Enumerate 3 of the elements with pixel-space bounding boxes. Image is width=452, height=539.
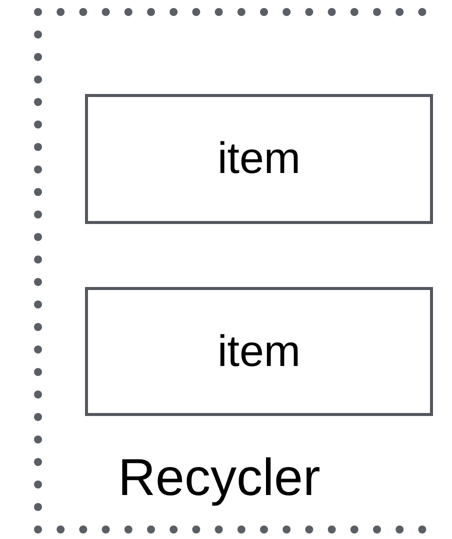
item-box: item [85,287,433,416]
item-box: item [85,94,433,224]
container-label: Recycler [118,452,320,504]
